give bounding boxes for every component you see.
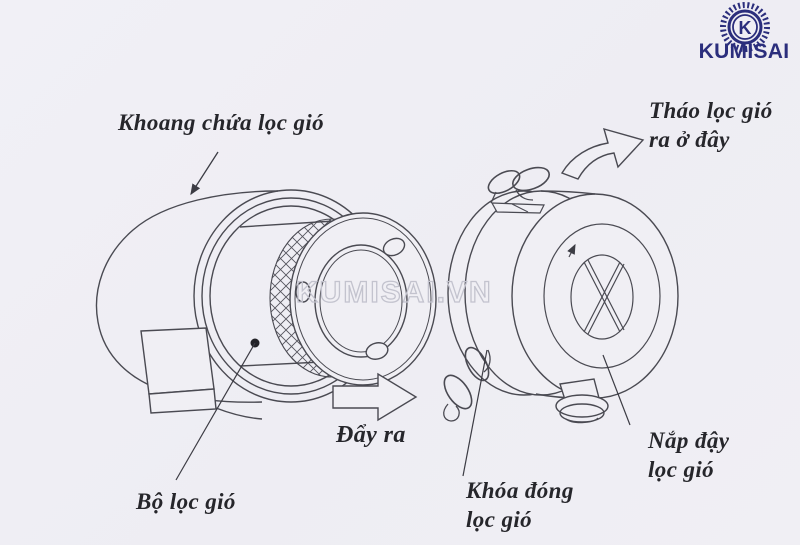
- label-lock-line1: Khóa đóng: [466, 478, 574, 503]
- logo-monogram: K: [739, 18, 752, 38]
- label-cover: Nắp đậy lọc gió: [648, 426, 729, 484]
- label-cover-line2: lọc gió: [648, 457, 715, 482]
- mounting-bracket: [140, 327, 263, 420]
- chamber-arrow-icon: [190, 151, 219, 196]
- vent-window: [570, 254, 634, 340]
- face-arrow-icon: [567, 243, 576, 258]
- push-arrow-icon: [332, 372, 418, 422]
- label-lock-line2: lọc gió: [466, 507, 533, 532]
- label-remove-here: Tháo lọc gió ra ở đây: [649, 96, 773, 154]
- flange: [289, 212, 437, 386]
- label-remove-line1: Tháo lọc gió: [649, 98, 773, 123]
- lock-leader-line: [462, 349, 488, 477]
- watermark: KUMISAI.VN: [295, 275, 493, 309]
- air-filter-housing: [95, 189, 437, 420]
- label-lock: Khóa đóng lọc gió: [466, 476, 574, 534]
- brand-wordmark: KUMISAI: [698, 40, 790, 63]
- clamp-latch-bottom: [443, 346, 491, 422]
- curved-arrow-icon: [560, 127, 645, 180]
- label-cover-line1: Nắp đậy: [648, 428, 730, 453]
- label-filter-unit: Bộ lọc gió: [136, 489, 236, 514]
- cover-leader-line: [602, 354, 631, 426]
- label-remove-line2: ra ở đây: [649, 127, 730, 152]
- filter-cover: [443, 166, 679, 424]
- label-chamber: Khoang chứa lọc gió: [118, 110, 325, 135]
- filter-leader-line: [175, 342, 256, 481]
- kumisai-logo-icon: K: [720, 2, 770, 52]
- clamp-latch-top: [487, 166, 550, 214]
- label-push-out: Đẩy ra: [336, 422, 406, 448]
- dust-ejector-spout: [555, 378, 609, 424]
